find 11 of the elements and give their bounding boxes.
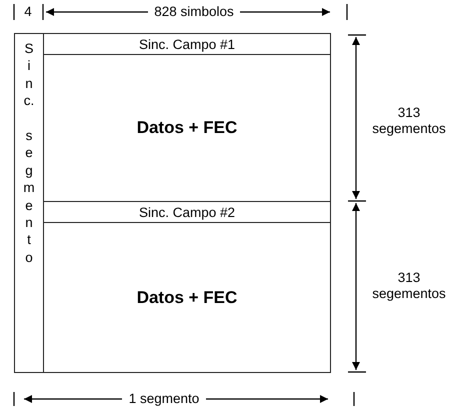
band-label: Sinc. Campo #1 <box>138 36 236 52</box>
vertical-label: Sinc. segmento <box>23 40 35 266</box>
header-band <box>43 33 331 55</box>
data-block <box>43 222 331 373</box>
dimension-label: 1 segmento <box>122 391 206 407</box>
block-label: Datos + FEC <box>136 288 238 308</box>
block-label: Datos + FEC <box>136 118 238 138</box>
dimension-label: 313 segementos <box>371 105 447 137</box>
dimension-label: 313 segementos <box>371 270 447 302</box>
sync-column <box>14 33 44 373</box>
band-label: Sinc. Campo #2 <box>138 204 236 220</box>
